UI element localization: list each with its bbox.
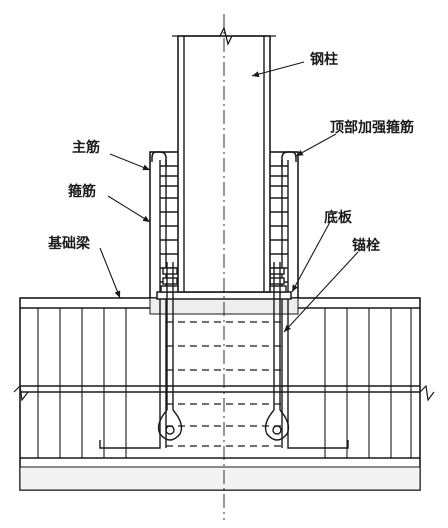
- label-stirrup: 箍筋: [68, 183, 96, 200]
- embedded-stirrups-dashed: [166, 321, 282, 447]
- pedestal-main-rebars: [150, 160, 298, 449]
- label-top-reinforcing-stirrup: 顶部加强箍筋: [330, 119, 414, 136]
- steel-column: [172, 14, 276, 520]
- label-anchor-bolt: 锚栓: [352, 237, 380, 254]
- label-foundation-beam: 基础梁: [48, 235, 91, 252]
- label-base-plate: 底板: [324, 209, 353, 226]
- foundation-beam: [13, 297, 435, 491]
- label-main-rebar: 主筋: [72, 139, 100, 156]
- leader-lines: [99, 61, 359, 333]
- label-steel-column: 钢柱: [310, 51, 338, 68]
- rebar-foot-hooks: [99, 440, 349, 449]
